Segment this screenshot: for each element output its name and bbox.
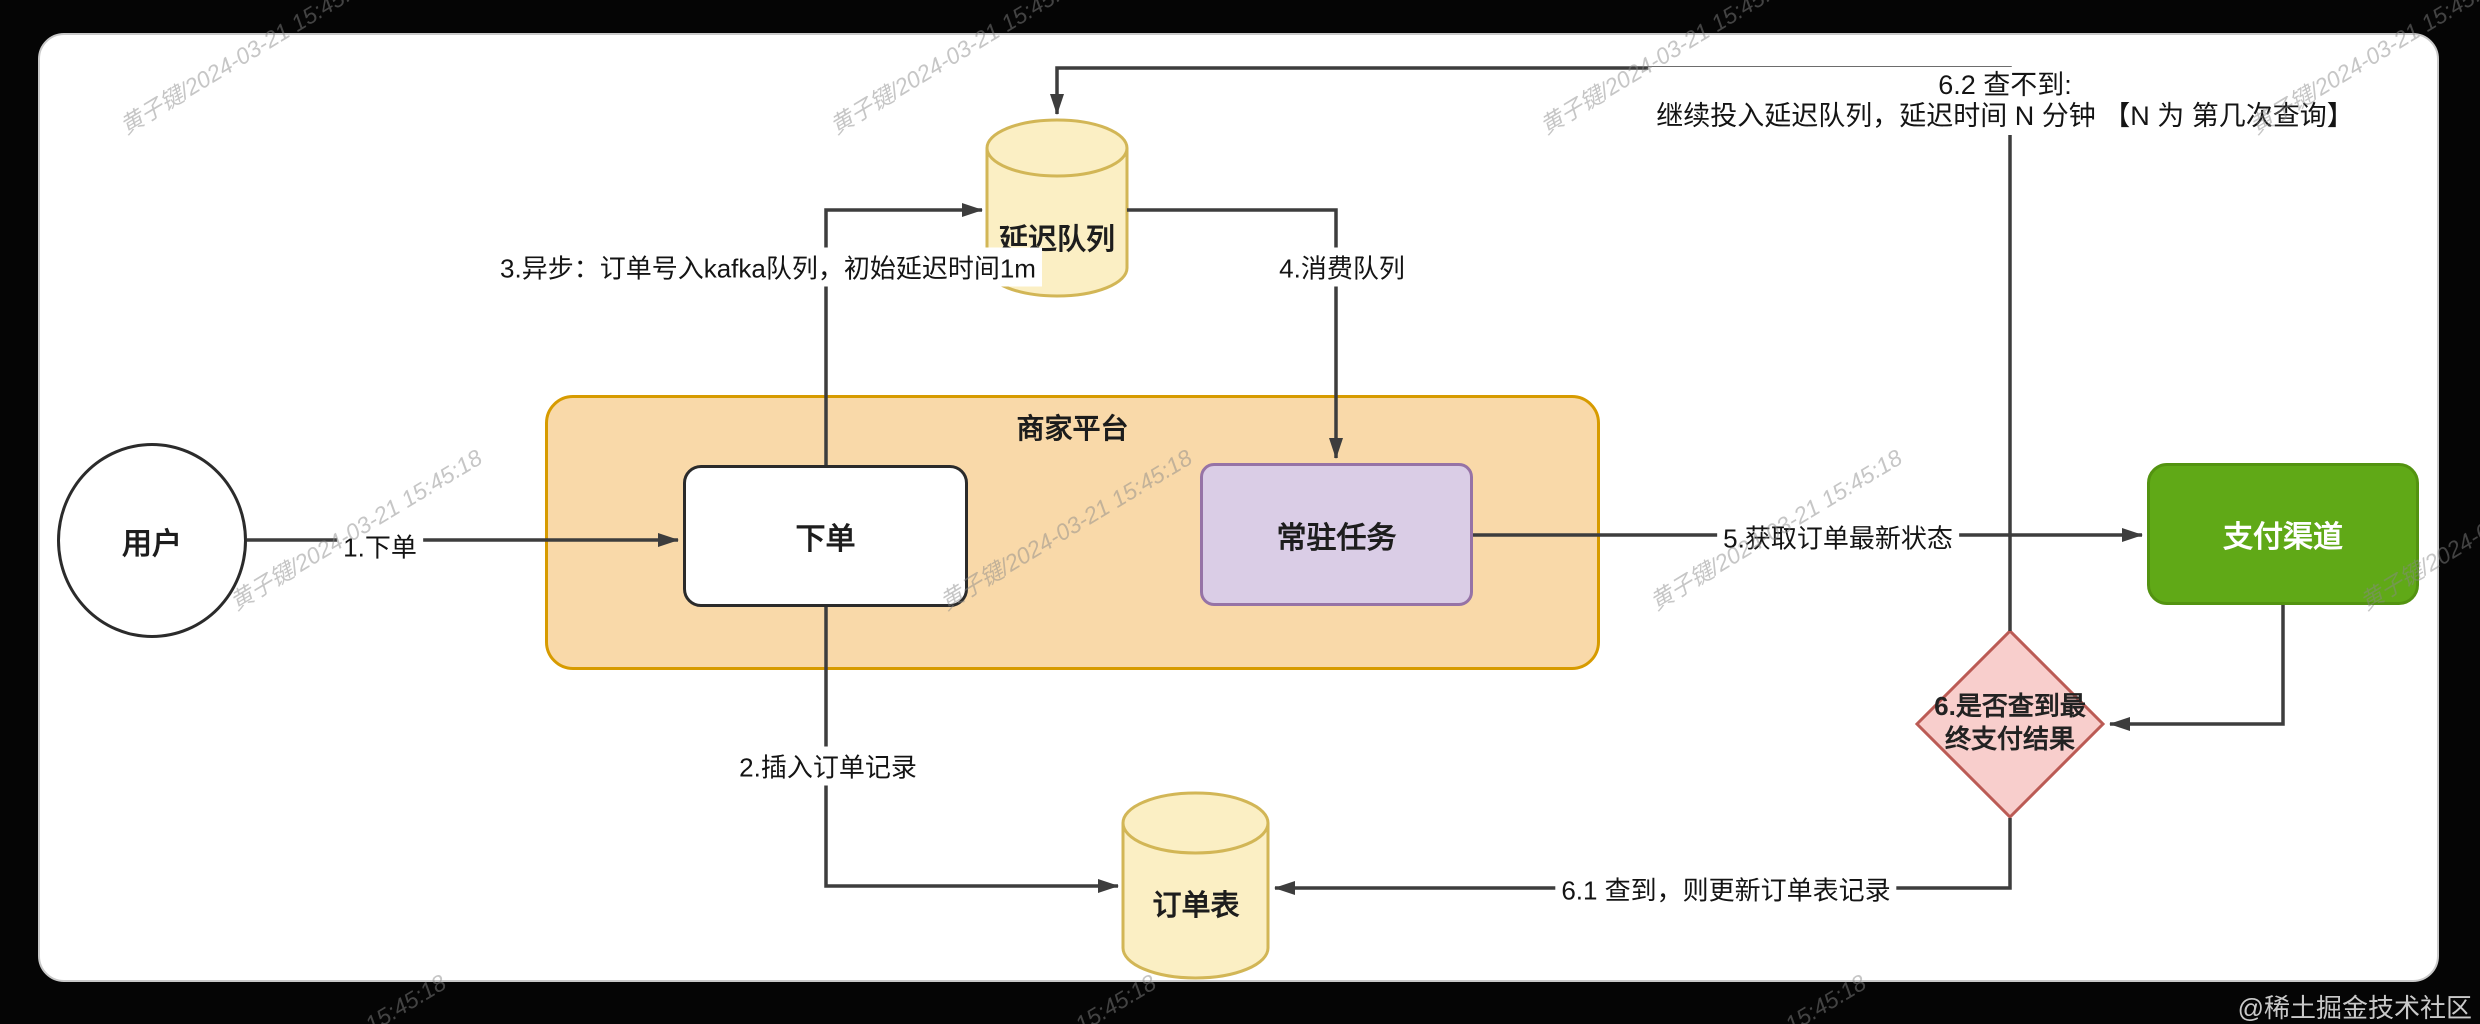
edge-label-4-consume-queue: 4.消费队列 (1273, 247, 1411, 287)
decision-diamond (1914, 628, 2106, 820)
node-resident-task: 常驻任务 (1200, 463, 1473, 606)
decision-label-line1: 6.是否查到最 (1934, 691, 2086, 721)
edge-label-6-2-not-found-requeue: 6.2 查不到: 继续投入延迟队列，延迟时间 N 分钟 【N 为 第几次查询】 (1648, 67, 2362, 135)
node-place-order-label: 下单 (795, 523, 856, 556)
edge-payment-to-decision (2109, 605, 2285, 731)
node-payment-channel: 支付渠道 (2147, 463, 2419, 605)
edge-place-order-to-order-table (824, 607, 1119, 893)
node-user-label: 用户 (122, 527, 182, 561)
order-table-cylinder (1121, 791, 1270, 980)
edge-decision-to-order-table (1274, 818, 2012, 895)
edge-place-order-to-delay-queue (824, 203, 983, 465)
node-decision-label: 6.是否查到最 终支付结果 (1934, 690, 2086, 756)
decision-label-line2: 终支付结果 (1944, 724, 2075, 754)
edge-decision-to-delay-queue-loop (1050, 66, 2012, 631)
edge-delay-queue-to-resident-task (1127, 208, 1343, 459)
edge-label-1-place-order: 1.下单 (337, 526, 423, 566)
edge-label-2-insert-order-record: 2.插入订单记录 (733, 746, 923, 786)
edge-label-6-2-line1: 6.2 查不到: (1938, 70, 2072, 100)
merchant-platform-title: 商家平台 (1016, 413, 1129, 444)
community-credit: @稀土掘金技术社区 (2237, 993, 2472, 1023)
edge-label-5-get-order-status: 5.获取订单最新状态 (1717, 517, 1959, 557)
node-order-table-label: 订单表 (1152, 890, 1240, 922)
node-place-order: 下单 (683, 465, 968, 607)
edge-label-6-1-found-update: 6.1 查到，则更新订单表记录 (1555, 869, 1897, 909)
edge-label-6-2-line2: 继续投入延迟队列，延迟时间 N 分钟 【N 为 第几次查询】 (1656, 101, 2354, 131)
node-user: 用户 (57, 443, 247, 638)
node-payment-channel-label: 支付渠道 (2223, 521, 2343, 554)
node-resident-task-label: 常驻任务 (1276, 521, 1397, 555)
edge-label-3-async-kafka: 3.异步：订单号入kafka队列，初始延迟时间1m (494, 247, 1042, 287)
